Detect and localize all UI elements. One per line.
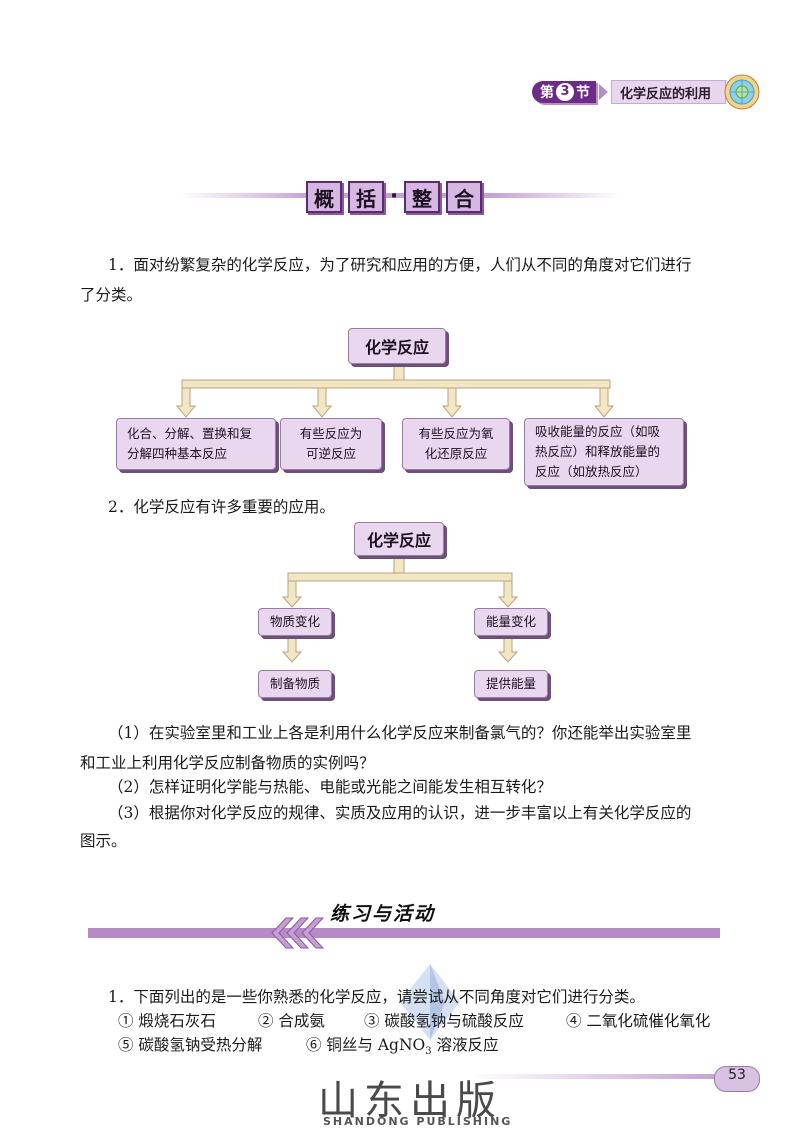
exercise-item: ⑤ 碳酸氢钠受热分解 — [118, 1036, 263, 1054]
para2: 2．化学反应有许多重要的应用。 — [108, 498, 335, 516]
diagram1-root: 化学反应 — [348, 328, 446, 364]
diagram2-arrow — [281, 580, 303, 608]
section-header: 第 3 节 化学反应的利用 — [532, 80, 727, 104]
question-1-line2: 和工业上利用化学反应制备物质的实例吗？ — [80, 754, 375, 772]
diagram2-right-child: 提供能量 — [474, 670, 548, 698]
summary-title-char: 合 — [446, 181, 482, 213]
question-1-line1: （1）在实验室里和工业上各是利用什么化学反应来制备氯气的？你还能举出实验室里 — [108, 724, 692, 742]
exercise-item: ② 合成氨 — [258, 1012, 325, 1030]
diagram1-arrow — [311, 387, 333, 418]
summary-title: 概 括 · 整 合 — [306, 181, 482, 213]
exercise-item: ① 煅烧石灰石 — [118, 1012, 216, 1030]
diagram2-root: 化学反应 — [354, 522, 444, 556]
diagram2-arrow — [281, 633, 303, 663]
publisher-watermark: 山东出版 — [318, 1078, 502, 1124]
para1-line2: 了分类。 — [80, 286, 143, 304]
publisher-watermark-en: SHANDONG PUBLISHING — [323, 1115, 513, 1128]
exercise-title: 练习与活动 — [330, 903, 436, 925]
summary-title-rule — [180, 193, 620, 198]
exercise-item: ④ 二氧化硫催化氧化 — [566, 1012, 711, 1030]
section-title: 化学反应的利用 — [611, 80, 727, 104]
question-3-line2: 图示。 — [80, 832, 127, 850]
diagram2-arrow — [497, 633, 519, 663]
diagram2-stem — [393, 556, 405, 576]
section-number-badge: 第 3 节 — [532, 81, 596, 103]
globe-icon — [724, 74, 760, 110]
diagram2-bar — [287, 572, 513, 582]
diagram1-arrow — [441, 387, 463, 418]
exercise-bar — [88, 928, 720, 938]
diagram1-arrow — [593, 387, 615, 418]
diagram1-child: 有些反应为 可逆反应 — [280, 418, 382, 470]
para1-line1: 1．面对纷繁复杂的化学反应，为了研究和应用的方便，人们从不同的角度对它们进行 — [108, 256, 692, 274]
diagram1-arrow — [175, 387, 197, 418]
question-2: （2）怎样证明化学能与热能、电能或光能之间能发生相互转化？ — [108, 778, 552, 796]
exercise-item: ③ 碳酸氢钠与硫酸反应 — [364, 1012, 524, 1030]
summary-title-char: 整 — [404, 181, 440, 213]
exercise-item: ⑥ 铜丝与 AgNO3 溶液反应 — [306, 1036, 499, 1058]
question-3-line1: （3）根据你对化学反应的规律、实质及应用的认识，进一步丰富以上有关化学反应的 — [108, 804, 692, 822]
chevron-decoration-icon — [271, 917, 325, 949]
diagram1-child: 有些反应为氧 化还原反应 — [402, 418, 510, 470]
page-number: 53 — [714, 1066, 760, 1092]
section-number: 3 — [556, 83, 574, 101]
diagram2-left-child: 制备物质 — [258, 670, 332, 698]
diagram2-arrow — [497, 580, 519, 608]
watermark-leaf-icon — [400, 964, 460, 1040]
exercise-intro: 1．下面列出的是一些你熟悉的化学反应，请尝试从不同角度对它们进行分类。 — [108, 988, 645, 1006]
summary-title-char: 概 — [306, 181, 342, 213]
diagram1-child: 吸收能量的反应（如吸 热反应）和释放能量的 反应（如放热反应） — [524, 418, 684, 486]
diagram2-right: 能量变化 — [474, 608, 548, 636]
summary-title-dot: · — [389, 184, 399, 209]
diagram2-left: 物质变化 — [258, 608, 332, 636]
summary-title-char: 括 — [348, 181, 384, 213]
footer-rule — [470, 1074, 720, 1079]
diagram1-bar — [181, 379, 611, 389]
header-arrow-icon — [599, 84, 608, 100]
diagram1-child: 化合、分解、置换和复 分解四种基本反应 — [116, 418, 276, 470]
